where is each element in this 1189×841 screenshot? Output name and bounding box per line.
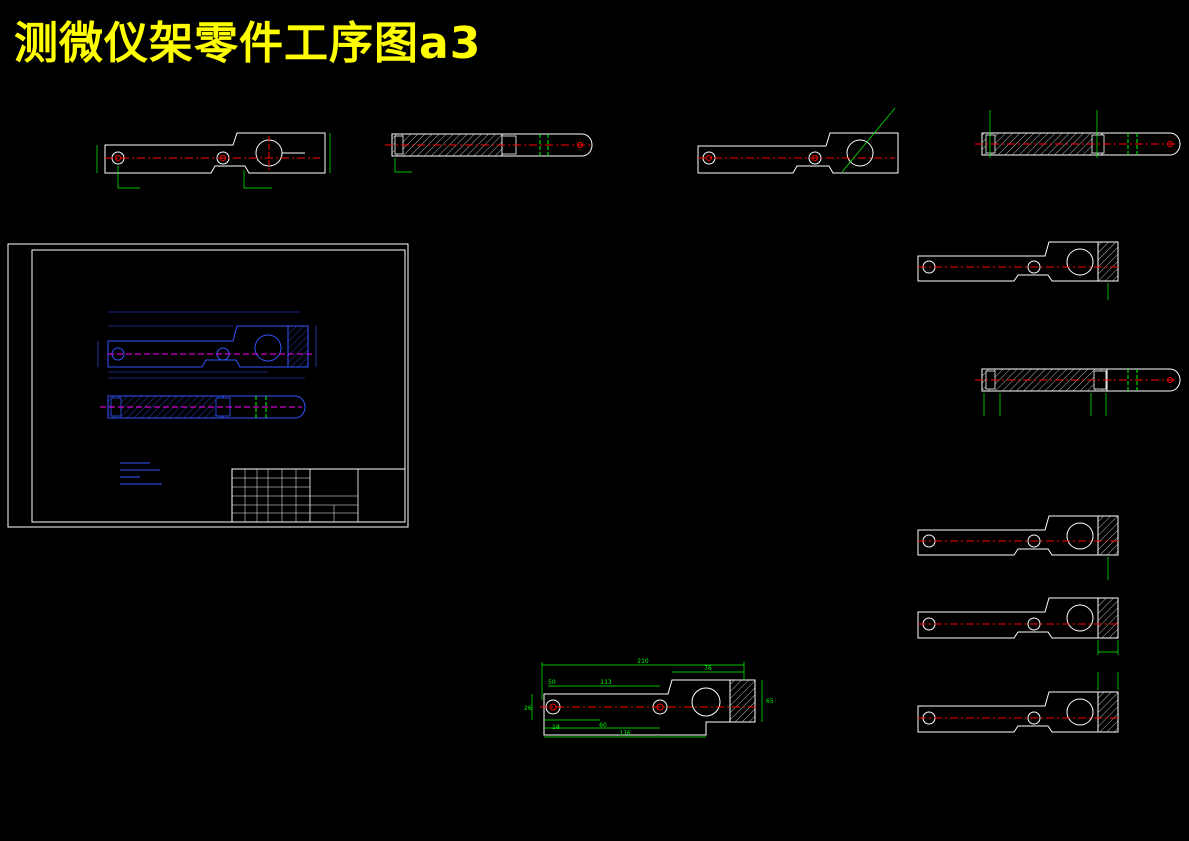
view-right-plan-1 [917, 241, 1119, 300]
dim-left-height: 26 [524, 705, 532, 712]
drawing-sheet [7, 243, 409, 528]
sheet-section-view [100, 395, 306, 419]
title-block [231, 468, 406, 523]
view-right-plan-5 [917, 672, 1119, 733]
dim-low-c: 176 [619, 730, 631, 737]
dim-mid: 113 [600, 679, 612, 686]
dim-left: 50 [548, 679, 556, 686]
sheet-plan-view [97, 311, 317, 379]
view-right-section-2 [975, 368, 1181, 416]
view-top-left-plan [96, 132, 331, 189]
view-right-plan-4 [917, 597, 1119, 655]
dim-low-b: 60 [599, 722, 607, 729]
view-right-plan-3 [917, 515, 1119, 580]
view-bottom-dimensioned: 210 76 50 113 18 60 176 65 26 [524, 658, 774, 738]
dim-overall: 210 [637, 658, 649, 665]
dim-low-a: 18 [552, 724, 560, 731]
dim-right: 76 [704, 665, 712, 672]
view-top-right-section [975, 110, 1181, 158]
sheet-notes [120, 462, 162, 485]
view-top-section [385, 133, 593, 173]
view-top-middle-plan [697, 107, 899, 174]
page-title: 测微仪架零件工序图a3 [14, 18, 482, 69]
dim-height: 65 [766, 698, 774, 705]
